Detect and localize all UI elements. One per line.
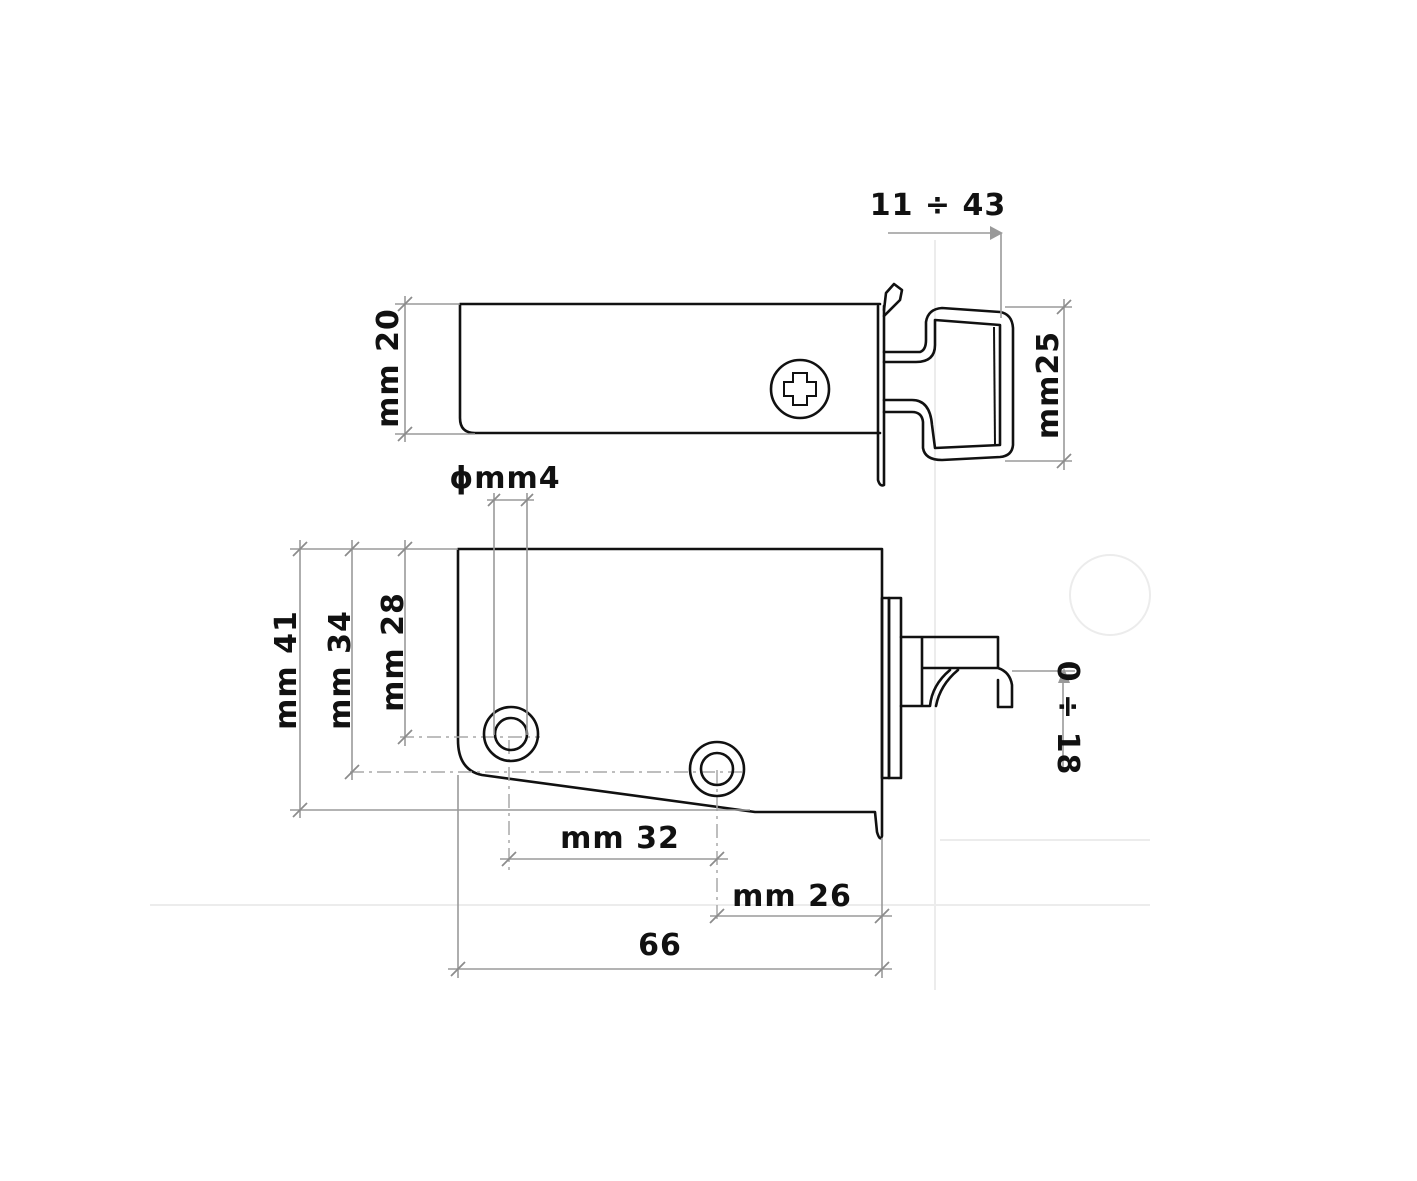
top-clip-inner (882, 318, 1002, 450)
dimension-overall-length: 66 (448, 775, 892, 978)
dimension-hole-diameter: ϕmm4 (449, 461, 560, 735)
dimension-height-20: mm 20 (371, 296, 475, 442)
label-mm20: mm 20 (371, 308, 406, 428)
top-clip-outer (882, 306, 1015, 462)
label-mm34: mm 34 (323, 610, 358, 730)
side-hook (899, 635, 1014, 709)
phillips-screw-icon (769, 358, 831, 420)
label-hole-diameter: ϕmm4 (449, 461, 560, 496)
label-mm41: mm 41 (269, 610, 304, 730)
top-view: mm 20 11 ÷ 43 mm25 (371, 188, 1072, 487)
dimension-adjust-range: 11 ÷ 43 (870, 188, 1007, 318)
dimension-height-34: mm 34 (323, 540, 360, 780)
label-mm25: mm25 (1031, 331, 1066, 439)
top-mounting-plate (876, 304, 886, 487)
mounting-hole-2 (688, 740, 746, 798)
label-mm26: mm 26 (732, 879, 852, 914)
dimension-hole-to-edge: mm 26 (709, 838, 892, 978)
dimension-height-41: mm 41 (269, 540, 750, 818)
scan-ghost-marks (150, 240, 1151, 990)
dimension-vertical-adjust: 0 ÷ 18 (1012, 661, 1085, 776)
top-plate-tab (882, 282, 904, 318)
label-66: 66 (638, 928, 682, 963)
dimension-height-28: mm 28 (376, 540, 413, 746)
side-body-outline (456, 547, 884, 840)
label-0-18: 0 ÷ 18 (1050, 661, 1085, 776)
label-11-43: 11 ÷ 43 (870, 188, 1007, 223)
side-view: ϕmm4 mm 41 mm 34 mm 28 mm (269, 461, 1085, 978)
label-mm28: mm 28 (376, 592, 411, 712)
mounting-hole-1 (482, 705, 540, 763)
dimension-hole-spacing: mm 32 (500, 821, 728, 867)
dimension-clip-height-25: mm25 (1005, 299, 1072, 470)
label-mm32: mm 32 (560, 821, 680, 856)
top-body-outline (458, 302, 882, 435)
